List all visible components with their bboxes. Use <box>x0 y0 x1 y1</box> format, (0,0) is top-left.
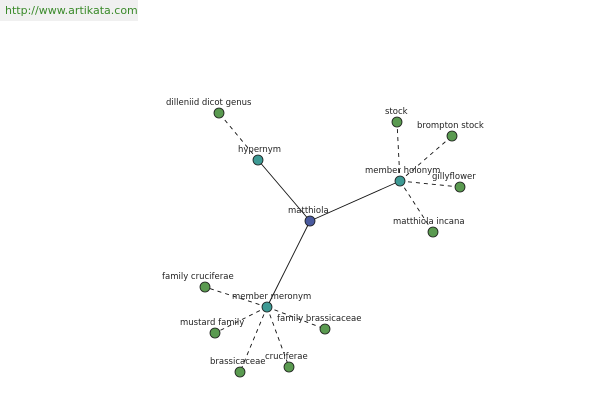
edge-member-holonym-gillyflower <box>399 180 461 188</box>
edge-member-holonym-stock <box>396 121 401 182</box>
node-label-matthiola-incana[interactable]: matthiola incana <box>393 217 465 227</box>
node-member-holonym[interactable] <box>394 175 406 187</box>
node-label-member-holonym[interactable]: member holonym <box>365 166 440 176</box>
node-brassicaceae[interactable] <box>234 366 246 378</box>
node-dilleniid-dicot-genus[interactable] <box>213 107 225 119</box>
edge-member-holonym-brompton-stock <box>399 135 453 182</box>
node-label-matthiola[interactable]: matthiola <box>288 206 329 216</box>
node-label-brassicaceae[interactable]: brassicaceae <box>210 357 266 367</box>
node-label-hypernym[interactable]: hypernym <box>238 145 281 155</box>
node-brompton-stock[interactable] <box>446 130 458 142</box>
node-stock[interactable] <box>391 116 403 128</box>
edge-member-meronym-cruciferae <box>266 306 290 368</box>
node-hypernym[interactable] <box>252 154 264 166</box>
node-family-brassicaceae[interactable] <box>319 323 331 335</box>
node-cruciferae[interactable] <box>283 361 295 373</box>
node-family-cruciferae[interactable] <box>199 281 211 293</box>
node-label-brompton-stock[interactable]: brompton stock <box>417 121 484 131</box>
node-matthiola-incana[interactable] <box>427 226 439 238</box>
node-gillyflower[interactable] <box>454 181 466 193</box>
edge-hypernym-dilleniid-dicot-genus <box>218 112 259 161</box>
node-label-gillyflower[interactable]: gillyflower <box>432 172 476 182</box>
edge-member-meronym-family-brassicaceae <box>266 306 326 330</box>
site-url-banner[interactable]: http://www.artikata.com <box>0 0 138 21</box>
graph-edges <box>204 112 461 373</box>
graph-nodes <box>199 107 466 378</box>
edge-member-holonym-matthiola-incana <box>399 180 434 233</box>
edge-matthiola-member-meronym <box>266 220 311 308</box>
node-matthiola[interactable] <box>304 215 316 227</box>
node-member-meronym[interactable] <box>261 301 273 313</box>
node-label-family-cruciferae[interactable]: family cruciferae <box>162 272 234 282</box>
edge-member-meronym-family-cruciferae <box>204 286 268 308</box>
edge-matthiola-member-holonym <box>309 180 401 222</box>
node-label-member-meronym[interactable]: member meronym <box>232 292 311 302</box>
edge-matthiola-hypernym <box>257 159 311 222</box>
node-label-mustard-family[interactable]: mustard family <box>180 318 244 328</box>
node-label-cruciferae[interactable]: cruciferae <box>265 352 308 362</box>
edge-member-meronym-brassicaceae <box>239 306 268 373</box>
node-label-dilleniid-dicot-genus[interactable]: dilleniid dicot genus <box>166 98 252 108</box>
node-label-family-brassicaceae[interactable]: family brassicaceae <box>277 314 361 324</box>
node-mustard-family[interactable] <box>209 327 221 339</box>
node-label-stock[interactable]: stock <box>385 107 408 117</box>
graph-labels: matthiola hypernym dilleniid dicot genus me… <box>162 98 484 367</box>
edge-member-meronym-mustard-family <box>214 306 268 334</box>
